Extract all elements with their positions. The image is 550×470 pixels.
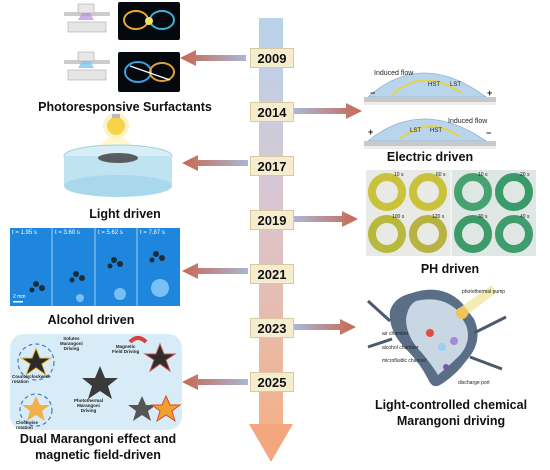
chem-label-discharge: discharge port: [458, 380, 490, 386]
arrow-2025: [182, 374, 248, 390]
chem-label-alcohol: alcohol chamber: [382, 345, 419, 351]
caption-photoresponsive: Photoresponsive Surfactants: [38, 100, 212, 114]
dual-label-clockwise: Clockwise rotation: [16, 420, 39, 430]
year-2017: 2017: [250, 156, 294, 176]
year-2025: 2025: [250, 372, 294, 392]
arrow-2023: [294, 319, 356, 335]
year-2014: 2014: [250, 102, 294, 122]
ph-time-1: 60 s: [436, 172, 446, 178]
ph-time-2: 10 s: [478, 172, 488, 178]
caption-dual-line2: magnetic field-driven: [35, 448, 161, 462]
chem-label-channel: microfluidic channel: [382, 358, 426, 364]
ph-time-7: 40 s: [520, 214, 530, 220]
electric-hst-top: HST: [428, 82, 440, 88]
chem-illustration: [366, 285, 507, 387]
alcohol-panel: t = 1.95 s t = 3.60 s t = 5.62 s t = 7.8…: [10, 228, 180, 306]
arrow-2009: [180, 50, 246, 66]
dual-illustration: [10, 334, 182, 430]
chem-label-air: air chamber: [382, 331, 409, 337]
alcohol-time-2: t = 5.62 s: [98, 230, 123, 236]
dual-label-counterclockwise: Counterclockwise rotation: [12, 374, 51, 384]
ph-time-5: 120 s: [432, 214, 445, 220]
electric-minus-top: −: [370, 88, 376, 98]
ph-time-6: 30 s: [478, 214, 488, 220]
ph-time-3: 20 s: [520, 172, 530, 178]
year-2019: 2019: [250, 210, 294, 230]
year-2009: 2009: [250, 48, 294, 68]
ph-rings: [366, 170, 536, 256]
alcohol-frames: [10, 228, 180, 306]
arrow-2017: [182, 155, 248, 171]
electric-lst-top: LST: [450, 82, 462, 88]
electric-hst-bottom: HST: [430, 128, 442, 134]
arrow-2014: [294, 103, 362, 119]
dual-label-photothermal: Photothermal Marangoni Driving: [74, 398, 104, 413]
caption-electric: Electric driven: [386, 150, 474, 164]
dual-label-solutes: Solutes Marangoni Driving: [60, 336, 83, 351]
year-2023: 2023: [250, 318, 294, 338]
electric-minus-bottom: −: [486, 128, 492, 138]
year-2021: 2021: [250, 264, 294, 284]
dual-label-magnetic: Magnetic Field Driving: [112, 344, 140, 354]
alcohol-time-1: t = 3.60 s: [55, 230, 80, 236]
arrow-2021: [182, 263, 248, 279]
light-illustration: [63, 113, 173, 197]
caption-alcohol: Alcohol driven: [47, 313, 135, 327]
chem-label-pump: photothermal pump: [462, 289, 506, 295]
electric-induced-flow-bottom: Induced flow: [448, 118, 488, 125]
electric-plus-top: +: [487, 88, 493, 98]
caption-light-chem-line1: Light-controlled chemical: [374, 398, 528, 412]
arrow-2019: [294, 211, 358, 227]
ph-time-4: 100 s: [392, 214, 405, 220]
ph-time-0: 10 s: [394, 172, 404, 178]
electric-lst-bottom: LST: [410, 128, 422, 134]
electric-induced-flow-top: Induced flow: [374, 70, 414, 77]
alcohol-time-0: t = 1.95 s: [12, 230, 37, 236]
caption-ph: PH driven: [420, 262, 480, 276]
caption-light: Light driven: [89, 207, 161, 221]
alcohol-time-3: t = 7.87 s: [140, 230, 165, 236]
electric-illustration: [364, 72, 496, 149]
photoresponsive-illustration: [64, 2, 180, 92]
ph-panel: 10 s 60 s 10 s 20 s 100 s 120 s 30 s 40 …: [366, 170, 536, 256]
alcohol-scale: 2 mm: [13, 294, 26, 300]
electric-plus-bottom: +: [368, 127, 374, 137]
caption-light-chem-line2: Marangoni driving: [396, 414, 506, 428]
caption-dual-line1: Dual Marangoni effect and: [19, 432, 177, 446]
